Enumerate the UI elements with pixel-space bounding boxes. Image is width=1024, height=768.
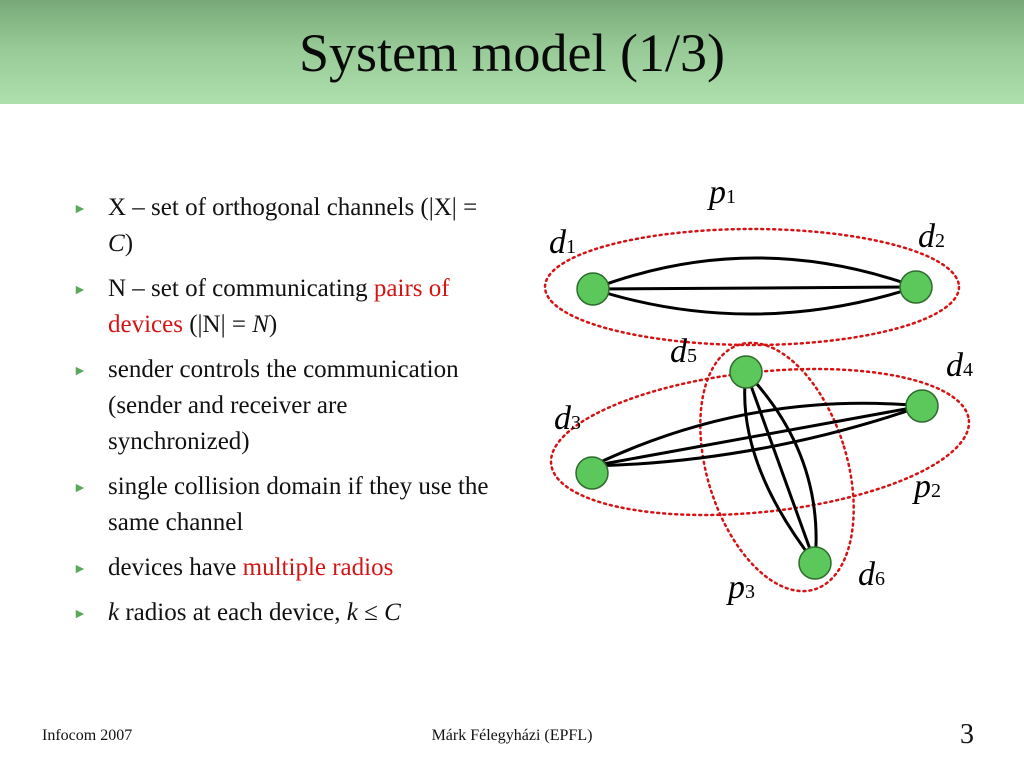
link-d3-d4 bbox=[591, 404, 923, 468]
bullet-text: N – set of communicating bbox=[108, 275, 374, 302]
device-node-d2 bbox=[899, 270, 933, 304]
bullet-math: C bbox=[108, 230, 125, 257]
bullet-text: sender controls the communication (sende… bbox=[108, 356, 459, 455]
link-d1-d2 bbox=[592, 285, 917, 291]
bullet-text: ) bbox=[268, 311, 278, 338]
link-d1-d2 bbox=[592, 256, 917, 291]
link-d3-d4 bbox=[591, 401, 923, 468]
link-d5-d6 bbox=[744, 370, 818, 564]
bullet-math: k bbox=[108, 599, 120, 626]
device-label-d1: d1 bbox=[549, 224, 576, 261]
device-label-d4: d4 bbox=[946, 347, 973, 384]
link-d5-d6 bbox=[744, 371, 817, 564]
device-label-d2: d2 bbox=[918, 218, 945, 255]
bullet-item: ► k radios at each device, k ≤ C bbox=[70, 595, 490, 631]
bullet-math: k bbox=[346, 599, 358, 626]
link-d3-d4 bbox=[591, 404, 923, 468]
device-node-d6 bbox=[798, 546, 832, 580]
triangle-bullet-icon: ► bbox=[73, 607, 87, 622]
triangle-bullet-icon: ► bbox=[73, 202, 87, 217]
page-number: 3 bbox=[960, 719, 974, 750]
bullet-list: ► X – set of orthogonal channels (|X| = … bbox=[70, 190, 490, 640]
bullet-text: ) bbox=[124, 230, 134, 257]
bullet-highlight: multiple radios bbox=[242, 554, 394, 581]
device-label-d5: d5 bbox=[670, 333, 697, 370]
device-node-d5 bbox=[729, 355, 763, 389]
title-bar bbox=[0, 0, 1024, 104]
bullet-item: ► X – set of orthogonal channels (|X| = … bbox=[70, 190, 490, 262]
device-node-d4 bbox=[905, 389, 939, 423]
link-d5-d6 bbox=[743, 371, 817, 564]
pair-label-p1: p1 bbox=[707, 174, 736, 211]
bullet-text: single collision domain if they use the … bbox=[108, 473, 489, 536]
link-d1-d2 bbox=[592, 285, 917, 316]
device-label-d6: d6 bbox=[858, 556, 885, 593]
bullet-math: N bbox=[252, 311, 269, 338]
bullet-highlight: pairs of devices bbox=[108, 275, 450, 338]
bullet-text: (|N| = bbox=[182, 311, 253, 338]
triangle-bullet-icon: ► bbox=[73, 283, 87, 298]
bullet-text: X – set of orthogonal channels (|X| = bbox=[108, 194, 478, 221]
triangle-bullet-icon: ► bbox=[73, 481, 87, 496]
bullet-item: ► N – set of communicating pairs of devi… bbox=[70, 271, 490, 343]
device-label-d3: d3 bbox=[554, 400, 581, 437]
bullet-math: C bbox=[384, 599, 401, 626]
bullet-item: ► single collision domain if they use th… bbox=[70, 469, 490, 541]
device-node-d1 bbox=[576, 272, 610, 306]
triangle-bullet-icon: ► bbox=[73, 562, 87, 577]
bullet-item: ► sender controls the communication (sen… bbox=[70, 352, 490, 460]
device-node-d3 bbox=[575, 456, 609, 490]
pair-label-p3: p3 bbox=[726, 569, 755, 606]
pair-outline-p1 bbox=[543, 227, 961, 347]
bullet-text: devices have bbox=[108, 554, 243, 581]
pair-label-p2: p2 bbox=[912, 468, 941, 505]
bullet-text: radios at each device, bbox=[119, 599, 347, 626]
bullet-text: ≤ bbox=[357, 599, 385, 626]
pair-outline-p3 bbox=[699, 341, 855, 593]
footer-author: Márk Félegyházi (EPFL) bbox=[431, 727, 593, 744]
bullet-item: ► devices have multiple radios bbox=[70, 550, 490, 586]
slide-title: System model (1/3) bbox=[299, 23, 725, 83]
triangle-bullet-icon: ► bbox=[73, 364, 87, 379]
footer-conference: Infocom 2007 bbox=[42, 727, 133, 744]
